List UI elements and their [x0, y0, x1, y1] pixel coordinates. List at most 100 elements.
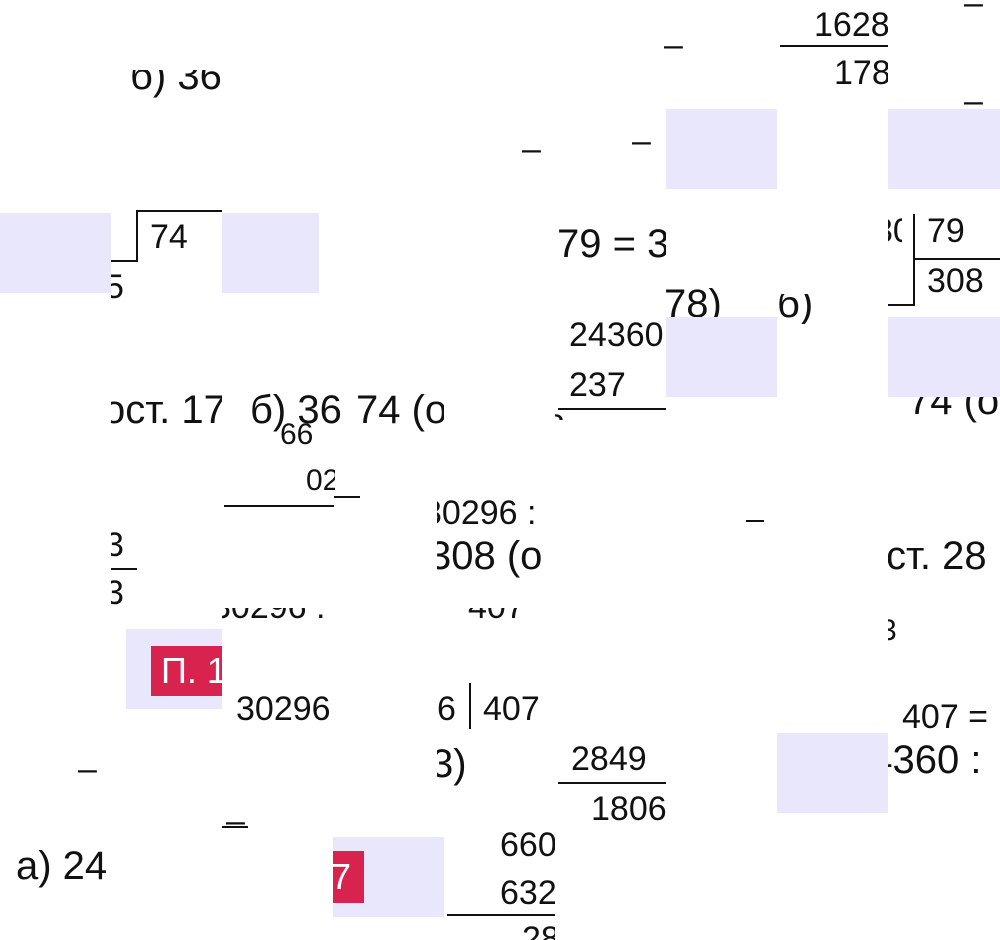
minus-sign: –: [78, 750, 97, 788]
placeholder-tile: [0, 213, 111, 293]
division-bar: [222, 826, 248, 828]
minus-sign: –: [226, 802, 245, 840]
number-fragment: 18060: [591, 790, 666, 828]
number-fragment: 6600: [500, 826, 555, 864]
number-fragment: 3: [111, 574, 124, 612]
placeholder-tile: [888, 109, 1000, 189]
fragment-clip: 3): [437, 738, 467, 788]
expression-text: б) 36: [250, 388, 342, 432]
division-bar: [447, 914, 555, 916]
division-bar: [746, 520, 764, 522]
fragment-clip: 24360 237 28: [555, 310, 666, 420]
number-fragment: 30296: [888, 214, 902, 248]
fragment-clip: 74 (о: [888, 397, 1000, 429]
fragment-clip: 407: [444, 608, 555, 630]
expression-text: 308 (о: [437, 534, 543, 578]
placeholder-tile: [222, 213, 319, 293]
fragment-clip: 407 =: [888, 698, 1000, 734]
placeholder-tile: [666, 109, 777, 189]
fragment-clip: 30296 :: [437, 490, 555, 530]
section-badge: 7: [333, 851, 364, 903]
fragment-clip: 78): [664, 280, 724, 317]
division-bar: [111, 260, 137, 262]
number-fragment: 66: [280, 418, 314, 451]
fragment-clip: 1628 178: [780, 0, 888, 100]
fragment-clip: ст. 28: [888, 530, 1000, 580]
expression-text: ст. 28: [888, 534, 987, 578]
number-fragment: 79: [927, 212, 965, 250]
minus-sign: –: [522, 130, 541, 168]
fragment-clip: 5: [111, 270, 131, 304]
fragment-clip: б): [777, 294, 837, 324]
number-fragment: 6321: [500, 874, 555, 912]
fragment-clip: 3: [888, 616, 908, 650]
minus-sign: –: [632, 122, 651, 160]
division-bracket: [136, 210, 138, 262]
fragment-clip: ост. 17: [111, 386, 222, 436]
fragment-clip: 30296 :: [222, 608, 332, 630]
fragment-clip: а) 24: [0, 840, 111, 892]
expression-text: 30296 :: [437, 494, 537, 530]
minus-sign: –: [664, 26, 683, 64]
division-bar: [136, 210, 222, 212]
number-fragment: 30296: [236, 690, 331, 728]
fragment-clip: 30296: [222, 688, 332, 730]
fragment-clip: 02: [300, 464, 335, 500]
expression-text: ост. 17: [111, 388, 222, 432]
expression-text: 3): [437, 742, 467, 786]
placeholder-tile: [666, 317, 777, 397]
minus-sign: –: [964, 0, 983, 22]
number-fragment: 28: [555, 410, 565, 420]
number-fragment: 24360: [569, 316, 664, 354]
fragment-clip: б) 36 74 (о: [222, 386, 444, 436]
division-bar: [224, 505, 334, 507]
number-fragment: 407: [468, 608, 525, 624]
division-bar: [913, 258, 1000, 260]
number-fragment: 74: [150, 218, 188, 256]
expression-text: б): [777, 294, 814, 324]
number-fragment: б) 36: [130, 70, 222, 98]
number-fragment: 3: [111, 526, 124, 564]
fragment-clip: 24360 :: [888, 734, 1000, 784]
fragment-clip: б) 36: [130, 70, 222, 114]
fragment-clip: 3 3: [111, 526, 135, 616]
number-fragment: 308: [927, 262, 984, 300]
number-fragment: 1628: [814, 6, 888, 44]
fragment-clip: 6600 6321 28: [444, 824, 555, 940]
expression-text: 24360 :: [888, 738, 982, 782]
division-bar: [111, 568, 137, 570]
number-fragment: 2849: [571, 740, 647, 778]
number-fragment: 3: [888, 616, 897, 647]
badge-label: П. 1: [161, 650, 222, 691]
number-fragment: 28: [522, 920, 555, 940]
expression-text: 78): [664, 282, 722, 317]
fragment-clip: 2849 18060: [555, 734, 666, 830]
division-bar: [334, 496, 360, 498]
number-fragment: 407: [483, 690, 540, 728]
fragment-clip: 308 (о: [437, 530, 555, 580]
division-bar: [780, 45, 888, 47]
fragment-clip: 6: [437, 688, 457, 730]
badge-label: 7: [333, 856, 352, 897]
expression-text: 74 (о: [908, 397, 1000, 423]
number-fragment: 178: [834, 54, 888, 92]
fragment-clip: 30296: [888, 210, 902, 250]
expression-text: 30296 :: [222, 608, 325, 624]
number-fragment: 6: [437, 690, 456, 728]
fragment-clip: 79 = 3: [555, 220, 666, 270]
division-bar: [558, 782, 666, 784]
number-fragment: 02: [306, 464, 335, 497]
division-bracket: [913, 214, 915, 306]
expression-text: 74 (о: [356, 388, 444, 432]
section-badge: П. 1: [151, 646, 222, 696]
number-fragment: 5: [111, 270, 124, 304]
division-bar: [558, 408, 666, 410]
minus-sign: –: [964, 82, 983, 120]
expression-text: 79 = 3: [557, 222, 666, 266]
expression-text: а) 24: [16, 844, 108, 888]
number-fragment: 237: [569, 366, 626, 404]
expression-text: 407 =: [902, 698, 989, 734]
placeholder-tile: [777, 733, 888, 813]
placeholder-tile: [888, 317, 1000, 397]
division-bar: [888, 304, 914, 306]
